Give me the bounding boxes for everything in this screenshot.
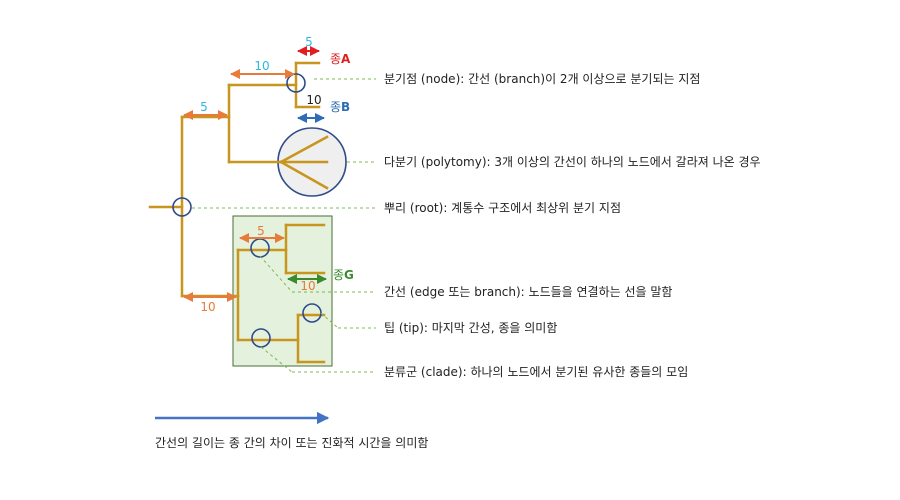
annotation-polytomy: 다분기 (polytomy): 3개 이상의 간선이 하나의 노드에서 갈라져 … [384,155,761,169]
measure-upper-label: 5 [200,100,208,114]
annotation-root: 뿌리 (root): 계통수 구조에서 최상위 분기 지점 [384,201,621,215]
species-b-label: 종B [330,100,350,114]
leader-lines [192,78,376,373]
annotation-tip: 팁 (tip): 마지막 간성, 종을 의미함 [384,321,557,335]
annotation-edge: 간선 (edge 또는 branch): 노드들을 연결하는 선을 말함 [384,285,672,299]
annotation-clade: 분류군 (clade): 하나의 노드에서 분기된 유사한 종들의 모임 [384,365,688,379]
footer-note: 간선의 길이는 종 간의 차이 또는 진화적 시간을 의미함 [155,436,428,450]
species-g-label: 종G [333,268,354,282]
measure-top-label: 10 [254,59,269,73]
measure-b-label: 10 [306,93,321,107]
measure-lower-label: 10 [200,300,215,314]
node-circle-a-b [286,73,306,93]
species-a-label: 종A [330,52,351,66]
measure-clade-inner-label: 5 [257,224,265,238]
measure-g-label: 10 [300,279,315,293]
root-circle [172,197,192,217]
annotation-node: 분기점 (node): 간선 (branch)이 2개 이상으로 분기되는 지점 [384,72,700,86]
measure-a-label: 5 [305,35,313,49]
